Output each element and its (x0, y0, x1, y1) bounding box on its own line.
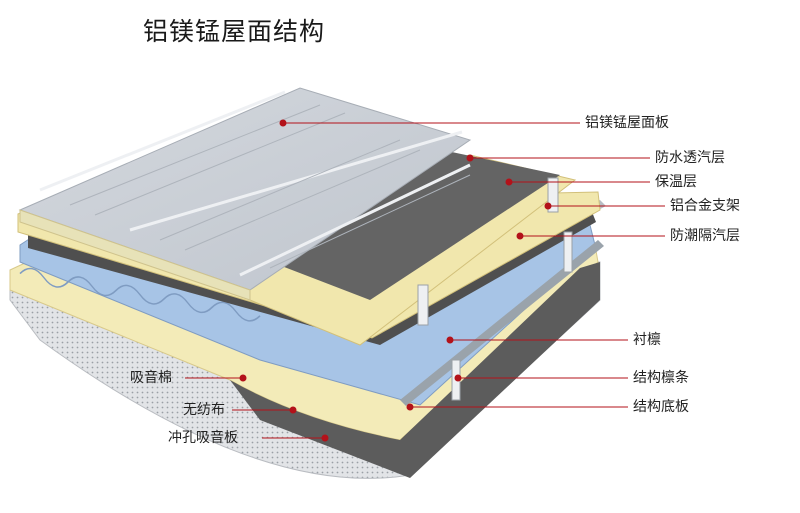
roof-panel-ribs (69, 104, 471, 269)
roof-panel-edge (19, 209, 251, 301)
label-roof-panel: 铝镁锰屋面板 (585, 115, 669, 131)
label-waterproof-membrane: 防水透汽层 (655, 150, 725, 166)
label-purlin-liner: 衬檩 (633, 332, 661, 348)
label-aluminum-bracket: 铝合金支架 (670, 198, 740, 214)
label-perforated-panel: 冲孔吸音板 (168, 430, 238, 446)
label-vapor-barrier: 防潮隔汽层 (670, 228, 740, 244)
label-structural-deck: 结构底板 (633, 399, 689, 415)
leader-lines (185, 119, 665, 442)
structural-purlin-rail (400, 240, 604, 406)
deck-corrugation (19, 267, 261, 322)
nonwoven-fabric-layer (230, 262, 600, 478)
label-structural-purlin: 结构檩条 (633, 370, 689, 386)
label-sound-absorbing-wool: 吸音棉 (130, 370, 172, 386)
label-insulation: 保温层 (655, 174, 697, 190)
roof-panel-seams (39, 90, 471, 277)
diagram-title: 铝镁锰屋面结构 (143, 17, 326, 46)
label-nonwoven-fabric: 无纺布 (183, 402, 225, 418)
